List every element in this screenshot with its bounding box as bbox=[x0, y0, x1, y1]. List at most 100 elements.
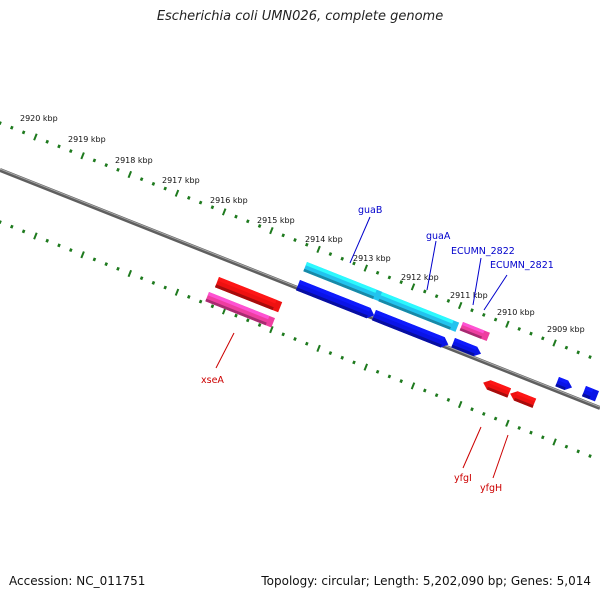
genome-summary-text: Topology: circular; Length: 5,202,090 bp… bbox=[261, 574, 591, 588]
inner-tick-mark bbox=[316, 344, 321, 353]
leader-ECUMN_2822 bbox=[472, 257, 482, 306]
outer-tick-mark bbox=[505, 320, 510, 328]
inner-tick-mark bbox=[21, 229, 26, 234]
kbp-label: 2920 kbp bbox=[20, 114, 58, 123]
gene-blue-edge-2 bbox=[581, 386, 600, 402]
outer-tick-mark bbox=[198, 200, 203, 205]
gene-label-yfgI: yfgI bbox=[454, 473, 472, 484]
inner-tick-mark bbox=[69, 248, 73, 253]
inner-tick-mark bbox=[399, 379, 403, 384]
outer-tick-mark bbox=[541, 336, 545, 341]
outer-tick-mark bbox=[328, 252, 333, 257]
kbp-label: 2915 kbp bbox=[257, 216, 295, 225]
outer-tick-mark bbox=[352, 261, 356, 266]
outer-tick-mark bbox=[482, 312, 486, 317]
outer-tick-mark bbox=[552, 339, 557, 347]
outer-tick-mark bbox=[375, 270, 380, 275]
gene-blue-1 bbox=[295, 280, 375, 319]
kbp-label: 2914 kbp bbox=[305, 235, 343, 244]
kbp-label: 2909 kbp bbox=[547, 325, 585, 334]
gene-label-ECUMN_2821: ECUMN_2821 bbox=[490, 260, 554, 271]
inner-tick-mark bbox=[293, 337, 297, 341]
outer-tick-mark bbox=[517, 326, 521, 331]
inner-tick-mark bbox=[0, 220, 2, 224]
gene-guaA bbox=[378, 292, 460, 332]
outer-tick-mark bbox=[0, 121, 2, 125]
inner-tick-mark bbox=[446, 397, 451, 402]
inner-tick-mark bbox=[363, 363, 369, 371]
outer-tick-mark bbox=[127, 170, 133, 179]
inner-tick-mark bbox=[470, 407, 474, 412]
inner-tick-mark bbox=[210, 304, 215, 309]
outer-tick-mark bbox=[69, 149, 73, 154]
leader-xseA bbox=[215, 332, 235, 369]
inner-tick-mark bbox=[552, 438, 557, 446]
outer-tick-mark bbox=[151, 181, 156, 186]
outer-tick-mark bbox=[163, 186, 167, 191]
outer-tick-mark bbox=[221, 208, 227, 216]
outer-tick-mark bbox=[410, 283, 416, 291]
gene-label-ECUMN_2822: ECUMN_2822 bbox=[451, 246, 515, 257]
kbp-label: 2918 kbp bbox=[115, 156, 153, 165]
outer-tick-mark bbox=[423, 289, 427, 294]
outer-tick-mark bbox=[116, 167, 120, 172]
inner-tick-track bbox=[0, 220, 592, 458]
inner-tick-mark bbox=[104, 262, 108, 267]
outer-tick-mark bbox=[80, 152, 85, 160]
outer-tick-mark bbox=[363, 264, 369, 272]
outer-tick-mark bbox=[340, 256, 344, 261]
inner-tick-mark bbox=[588, 454, 592, 458]
outer-tick-mark bbox=[281, 233, 285, 238]
inner-tick-mark bbox=[151, 280, 156, 285]
kbp-label: 2919 kbp bbox=[68, 135, 106, 144]
outer-tick-mark bbox=[434, 294, 439, 299]
inner-tick-mark bbox=[564, 444, 569, 449]
gene-blue-2 bbox=[371, 310, 449, 348]
outer-tick-mark bbox=[316, 245, 321, 254]
outer-tick-mark bbox=[293, 238, 297, 242]
inner-tick-mark bbox=[116, 266, 120, 271]
outer-tick-mark bbox=[234, 214, 238, 219]
accession-text: Accession: NC_011751 bbox=[9, 574, 146, 588]
outer-tick-mark bbox=[57, 144, 61, 149]
outer-tick-mark bbox=[576, 350, 580, 355]
inner-tick-mark bbox=[127, 269, 133, 278]
inner-tick-mark bbox=[352, 360, 356, 365]
outer-tick-mark bbox=[470, 308, 474, 313]
outer-tick-mark bbox=[210, 205, 215, 210]
inner-tick-mark bbox=[328, 351, 333, 356]
outer-tick-mark bbox=[387, 275, 392, 280]
inner-tick-mark bbox=[529, 430, 533, 435]
gene-red-xseB bbox=[214, 277, 283, 313]
inner-tick-mark bbox=[541, 435, 545, 440]
outer-tick-mark bbox=[446, 298, 451, 303]
inner-tick-mark bbox=[505, 419, 510, 427]
outer-tick-mark bbox=[257, 224, 262, 228]
leader-guaB bbox=[349, 216, 371, 264]
outer-tick-mark bbox=[187, 195, 191, 200]
inner-tick-mark bbox=[80, 251, 85, 259]
inner-tick-mark bbox=[139, 276, 144, 281]
outer-tick-mark bbox=[269, 227, 274, 235]
leader-ECUMN_2821 bbox=[483, 274, 508, 311]
gene-label-xseA: xseA bbox=[201, 375, 224, 386]
leader-yfgI bbox=[462, 426, 482, 469]
outer-tick-mark bbox=[10, 125, 14, 130]
inner-tick-mark bbox=[269, 326, 274, 334]
outer-tick-mark bbox=[588, 355, 592, 359]
inner-tick-mark bbox=[10, 224, 14, 229]
leader-guaA bbox=[426, 240, 437, 291]
gene-blue-edge-1 bbox=[555, 377, 573, 390]
kbp-label: 2913 kbp bbox=[353, 254, 391, 263]
gene-yfgI bbox=[483, 380, 512, 398]
inner-tick-mark bbox=[92, 257, 97, 262]
outer-tick-mark bbox=[45, 139, 49, 144]
outer-tick-mark bbox=[305, 242, 309, 247]
inner-tick-mark bbox=[387, 374, 392, 379]
inner-tick-mark bbox=[457, 400, 463, 409]
inner-tick-mark bbox=[57, 243, 61, 248]
kbp-label: 2910 kbp bbox=[497, 308, 535, 317]
